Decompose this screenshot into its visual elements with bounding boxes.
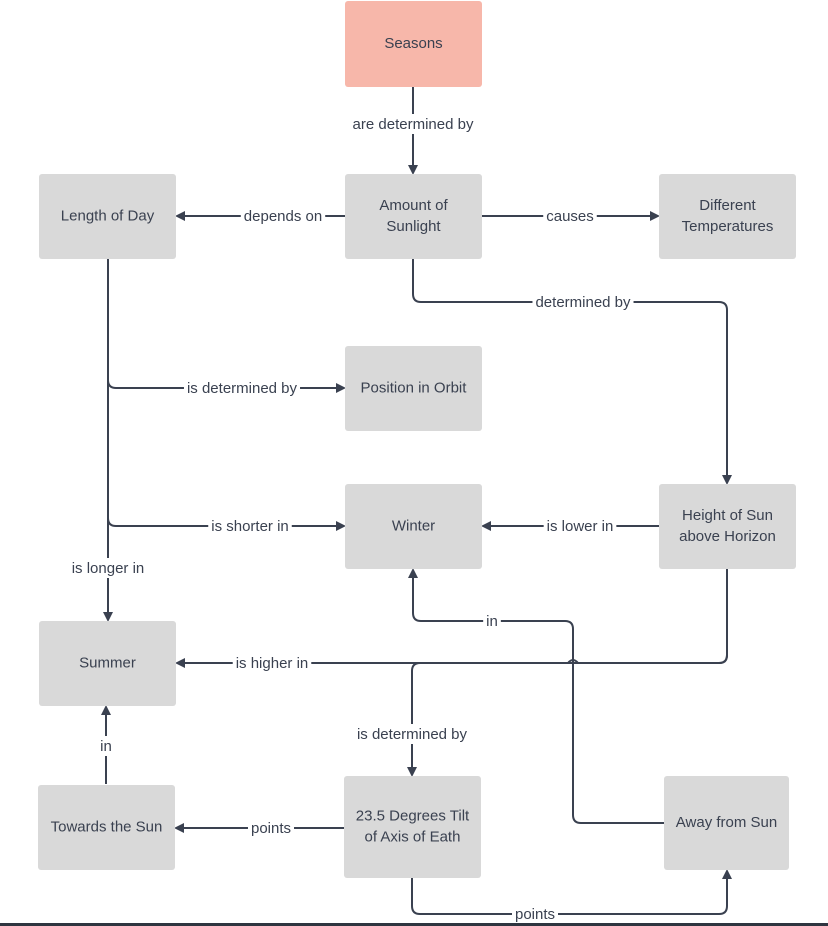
edge-label: is lower in — [547, 518, 614, 535]
edge-label: points — [251, 820, 291, 837]
node-label: above Horizon — [679, 528, 776, 545]
edge-label: is shorter in — [211, 518, 289, 535]
node-summer[interactable]: Summer — [39, 621, 176, 706]
node-box[interactable] — [38, 785, 175, 870]
node-label: Different — [699, 197, 756, 214]
edge-label-background — [353, 724, 471, 744]
node-label: Position in Orbit — [361, 379, 468, 396]
node-position-in-orbit[interactable]: Position in Orbit — [345, 346, 482, 431]
edge-label-background — [247, 818, 295, 838]
edge-label-background — [483, 611, 501, 631]
node-box[interactable] — [659, 484, 796, 569]
edge-label-background — [349, 114, 477, 134]
node-label: 23.5 Degrees Tilt — [356, 807, 470, 824]
edge-tilt-to-towards: points — [174, 818, 344, 838]
node-box[interactable] — [345, 346, 482, 431]
edge-label: in — [486, 613, 498, 630]
edge-label-background — [511, 904, 559, 924]
edge-seasons-to-sunlight: are determined by — [349, 87, 477, 175]
edge-label: is determined by — [357, 726, 468, 743]
node-box[interactable] — [659, 174, 796, 259]
node-box[interactable] — [345, 484, 482, 569]
edge-label: depends on — [244, 208, 322, 225]
node-seasons[interactable]: Seasons — [345, 1, 482, 87]
edge-label: are determined by — [353, 116, 474, 133]
edge-label-background — [97, 736, 115, 756]
node-label: Away from Sun — [676, 814, 777, 831]
edge-height-to-winter: is lower in — [481, 516, 659, 536]
edge-label: is higher in — [236, 655, 309, 672]
edge-label: points — [515, 906, 555, 923]
connector-line — [411, 869, 732, 915]
edge-sunlight-to-length: depends on — [175, 206, 345, 226]
node-label: Summer — [79, 654, 136, 671]
edge-label-background — [240, 206, 326, 226]
node-box[interactable] — [39, 621, 176, 706]
node-box[interactable] — [345, 174, 482, 259]
edge-label-background — [183, 378, 301, 398]
edge-label: is longer in — [72, 560, 145, 577]
edge-label: is determined by — [187, 380, 298, 397]
edge-label: determined by — [535, 294, 631, 311]
edge-away-to-winter: in — [408, 568, 664, 824]
bottom-border — [0, 923, 828, 926]
edge-label: in — [100, 738, 112, 755]
node-label: Towards the Sun — [51, 818, 163, 835]
edge-tilt-to-away: points — [411, 869, 732, 924]
node-label: of Axis of Eath — [365, 828, 461, 845]
edge-label: causes — [546, 208, 594, 225]
connector-line — [407, 654, 728, 777]
node-label: Seasons — [384, 35, 442, 52]
edge-sunlight-to-temperatures: causes — [482, 206, 660, 226]
connector-line — [107, 259, 346, 393]
node-height-of-sun[interactable]: Height of Sun above Horizon — [659, 484, 796, 569]
node-away-from-sun[interactable]: Away from Sun — [664, 776, 789, 870]
connector-line — [107, 380, 346, 531]
node-box[interactable] — [345, 1, 482, 87]
node-box[interactable] — [344, 776, 481, 878]
edge-length-to-winter: is shorter in — [107, 380, 346, 536]
node-label: Temperatures — [682, 218, 774, 235]
edge-length-to-orbit: is determined by — [107, 259, 346, 398]
edge-height-to-tilt: is determined by — [353, 654, 728, 777]
edge-label-background — [543, 206, 597, 226]
edge-label-background — [68, 558, 148, 578]
node-amount-of-sunlight[interactable]: Amount of Sunlight — [345, 174, 482, 259]
edge-label-background — [543, 516, 617, 536]
node-label: Height of Sun — [682, 507, 773, 524]
node-box[interactable] — [664, 776, 789, 870]
node-label: Amount of — [379, 197, 448, 214]
edge-length-to-summer: is longer in — [68, 518, 148, 622]
edge-sunlight-to-height: determined by — [412, 259, 732, 485]
node-label: Winter — [392, 517, 435, 534]
node-towards-the-sun[interactable]: Towards the Sun — [38, 785, 175, 870]
node-label: Sunlight — [386, 218, 441, 235]
connector-line — [175, 569, 728, 668]
node-box[interactable] — [39, 174, 176, 259]
connector-line — [408, 568, 664, 824]
edge-label-background — [532, 292, 634, 312]
node-label: Length of Day — [61, 207, 155, 224]
node-tilt[interactable]: 23.5 Degrees Tilt of Axis of Eath — [344, 776, 481, 878]
edge-label-background — [208, 516, 292, 536]
edge-towards-to-summer: in — [97, 705, 115, 784]
node-length-of-day[interactable]: Length of Day — [39, 174, 176, 259]
edge-label-background — [232, 653, 312, 673]
node-winter[interactable]: Winter — [345, 484, 482, 569]
